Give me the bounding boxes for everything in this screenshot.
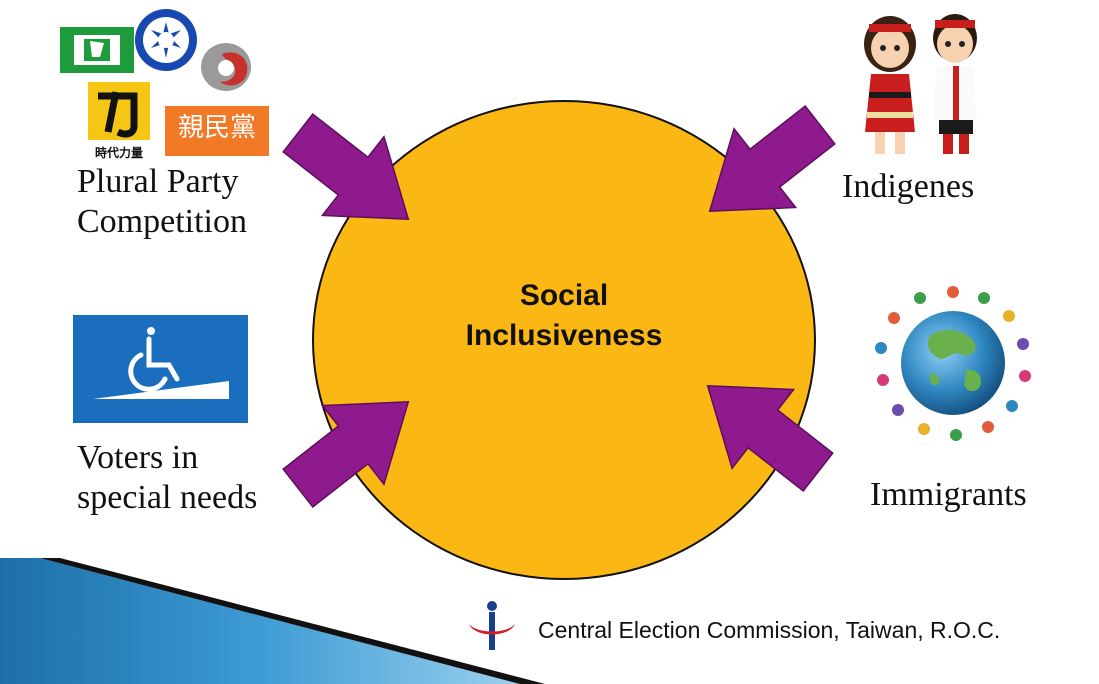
party-logo-4: 時代力量 — [88, 82, 150, 160]
arrow-bottom-left — [282, 401, 410, 508]
center-label-line2: Inclusiveness — [465, 319, 663, 352]
decorative-banner — [0, 558, 545, 684]
party-logo-1 — [60, 27, 134, 73]
label-special-needs-line1: Voters in — [77, 439, 199, 476]
party-logo-4-text: 時代力量 — [94, 146, 143, 160]
party-logo-3 — [201, 43, 251, 91]
party-logo-2 — [135, 9, 197, 71]
label-indigenes: Indigenes — [842, 168, 975, 205]
indigenes-illustration — [864, 14, 977, 154]
arrow-top-left — [282, 113, 410, 220]
center-label-line1: Social — [519, 279, 609, 312]
wheelchair-icon — [128, 327, 180, 392]
people-ring — [875, 286, 1031, 441]
party-logo-5-text: 親民黨 — [177, 113, 256, 143]
cec-logo-icon — [469, 601, 515, 650]
label-special-needs: Voters in special needs — [77, 438, 257, 518]
arrow-top-right — [708, 105, 836, 212]
label-immigrants: Immigrants — [870, 476, 1027, 513]
arrow-bottom-right — [706, 385, 834, 492]
accessibility-sign — [73, 315, 248, 423]
label-plural-party-line2: Competition — [77, 203, 247, 240]
label-special-needs-line2: special needs — [77, 479, 258, 516]
label-plural-party-line1: Plural Party — [77, 163, 239, 200]
footer-text: Central Election Commission, Taiwan, R.O… — [538, 617, 1001, 643]
label-plural-party: Plural Party Competition — [77, 162, 247, 242]
party-logo-4-mark — [88, 82, 150, 140]
party-logo-5: 親民黨 — [165, 106, 269, 156]
center-label: Social Inclusiveness — [400, 276, 728, 356]
globe-illustration — [875, 286, 1031, 441]
